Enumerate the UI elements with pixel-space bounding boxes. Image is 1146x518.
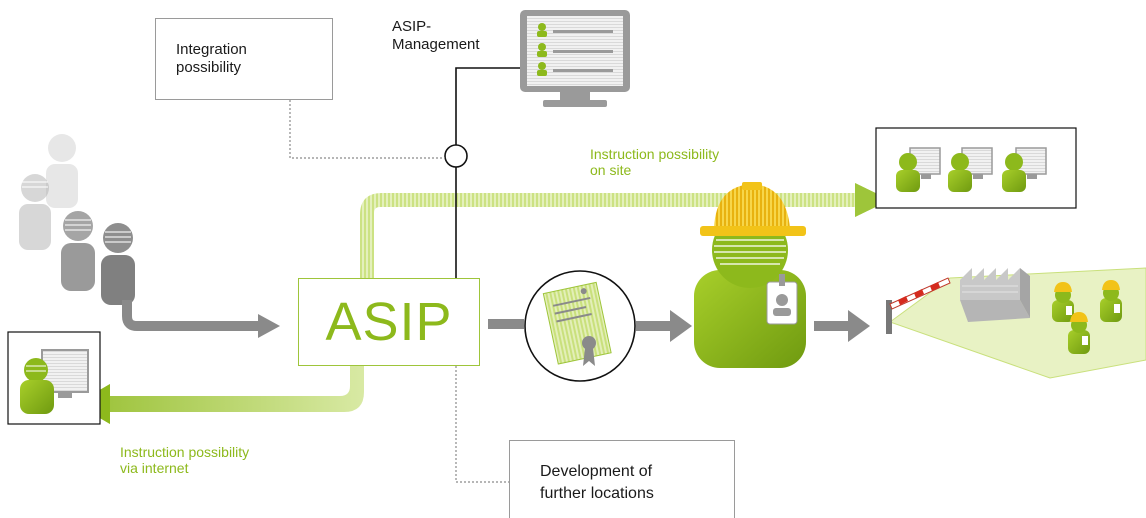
dotted-connectors [289, 100, 509, 483]
workstation-icon [1002, 147, 1047, 192]
workstation-icon [896, 147, 941, 192]
development-locations-box: Development of further locations [509, 440, 735, 518]
asip-box: ASIP [298, 278, 480, 366]
integration-node [444, 144, 468, 168]
site-worker-icon [1052, 282, 1074, 322]
site-worker-icon [1100, 280, 1122, 322]
barrier-post-icon [886, 300, 892, 334]
arrow-asip-to-document [488, 319, 524, 329]
integration-possibility-box: Integration possibility [155, 18, 333, 100]
workstation-icon [948, 147, 993, 192]
management-label: ASIP- Management [392, 18, 480, 53]
asip-title: ASIP [325, 292, 453, 352]
internet-instruction-band [76, 366, 364, 424]
certificate-icon [524, 270, 636, 382]
development-locations-label: Development of further locations [540, 463, 654, 502]
onsite-instruction-label: Instruction possibility on site [590, 146, 720, 178]
people-group-icon [19, 134, 135, 305]
workstation-icon [20, 349, 89, 414]
onsite-instruction-band [360, 183, 890, 286]
onsite-training-box [875, 127, 1077, 209]
internet-training-box [7, 331, 101, 425]
barrier-arm-icon [889, 277, 951, 310]
integration-possibility-label: Integration possibility [176, 41, 247, 76]
site-worker-icon [1068, 312, 1090, 354]
management-monitor-icon [520, 10, 630, 107]
site-area [886, 267, 1146, 379]
arrow-people-to-asip [122, 300, 280, 338]
arrow-document-to-worker [636, 310, 692, 342]
internet-instruction-label: Instruction possibility via internet [120, 444, 250, 476]
factory-icon [960, 268, 1030, 322]
management-connector [455, 67, 520, 278]
arrow-worker-to-site [814, 310, 870, 342]
worker-with-helmet-icon [694, 182, 806, 368]
